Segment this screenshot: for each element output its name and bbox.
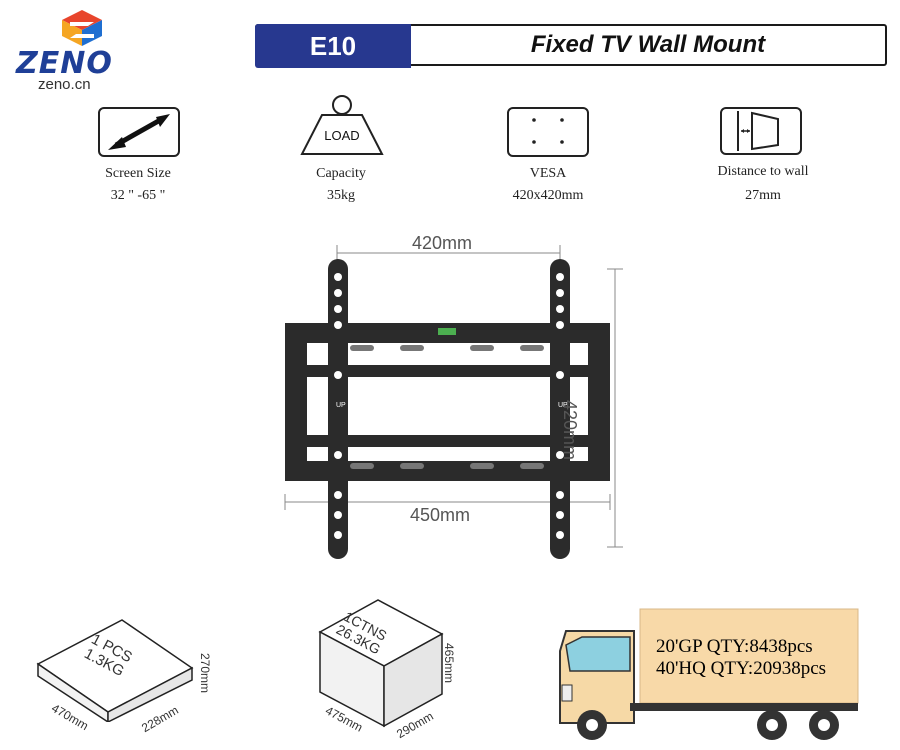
vesa-width-dimension: 420mm	[412, 233, 473, 253]
spec-value-distance: 27mm	[745, 188, 781, 203]
wall-plate	[285, 323, 610, 481]
spec-value-screen-size: 32 " -65 "	[110, 188, 166, 203]
left-bracket-arm	[328, 259, 348, 559]
wall-mount-drawing: UP UP	[284, 245, 623, 559]
wall-distance-icon-box	[720, 107, 802, 155]
spec-label-vesa: VESA	[529, 166, 567, 181]
spec-label-screen-size: Screen Size	[105, 166, 171, 181]
truck-windshield	[565, 636, 631, 672]
screen-size-icon-box	[98, 107, 180, 157]
carton-package-drawing	[318, 599, 444, 728]
up-label-left: UP	[336, 402, 346, 409]
truck-cargo-box	[639, 608, 859, 704]
model-number: E10	[255, 24, 411, 68]
shipping-truck-drawing	[559, 608, 859, 740]
load-weight-icon: LOAD	[300, 95, 384, 155]
wall-distance-icon	[737, 111, 779, 151]
header-bar: E10 Fixed TV Wall Mount	[255, 24, 887, 68]
right-bracket-arm	[550, 259, 570, 559]
qty-20gp: 20'GP QTY:8438pcs	[656, 636, 813, 657]
zeno-mark-icon	[62, 10, 102, 46]
brand-name: ZENO	[16, 46, 113, 81]
brand-logo: ZENO zeno.cn	[14, 8, 134, 93]
diagonal-arrow-icon	[108, 114, 170, 150]
frame-width-dimension: 450mm	[410, 505, 471, 525]
spec-value-vesa: 420x420mm	[512, 188, 584, 203]
spec-label-capacity: Capacity	[316, 166, 366, 181]
product-title: Fixed TV Wall Mount	[530, 31, 766, 58]
single-package-drawing	[36, 619, 194, 722]
vesa-height-dimension: 420mm	[560, 400, 580, 461]
load-icon-text: LOAD	[324, 128, 359, 143]
single-package-height: 270mm	[198, 653, 212, 694]
vesa-icon-box	[507, 107, 589, 157]
brand-site: zeno.cn	[38, 76, 91, 93]
spec-value-capacity: 35kg	[327, 188, 355, 203]
vesa-holes-icon	[532, 118, 564, 144]
spec-label-distance: Distance to wall	[717, 164, 809, 179]
qty-40hq: 40'HQ QTY:20938pcs	[656, 658, 827, 679]
up-label-right: UP	[558, 402, 568, 409]
carton-height: 465mm	[442, 643, 456, 684]
